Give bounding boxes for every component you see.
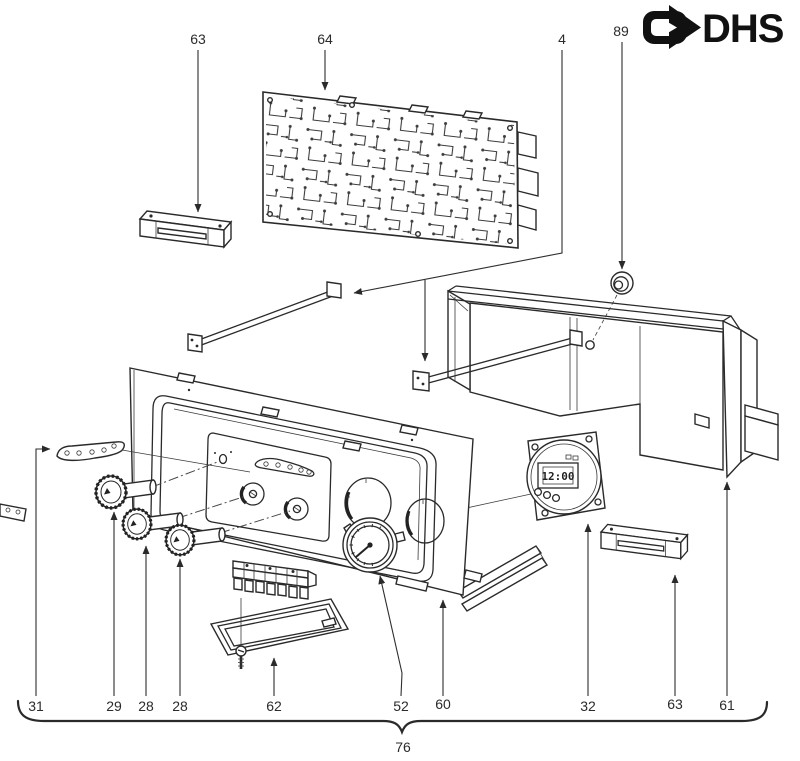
- callout-labels: 63 64 4 89 31 29 28 28 62 52 60 32 63 61…: [28, 23, 735, 755]
- callout-label-28a: 28: [138, 698, 154, 714]
- sub-panel: [205, 432, 332, 542]
- callout-label-29: 29: [106, 698, 122, 714]
- callout-label-64: 64: [317, 31, 333, 47]
- callout-label-76: 76: [395, 739, 411, 755]
- lens-plate: [209, 598, 350, 656]
- screw: [235, 598, 247, 669]
- callout-label-32: 32: [580, 698, 596, 714]
- connector-block: [232, 560, 317, 600]
- corner-tab: [463, 569, 483, 583]
- grommet: [592, 271, 634, 341]
- connector-pins: [233, 577, 309, 600]
- support-rails: [456, 545, 549, 612]
- group-brace: [16, 699, 769, 736]
- trim-strip: [56, 441, 251, 473]
- gauge-opening-right: [405, 498, 445, 544]
- panel-clip: [399, 424, 419, 436]
- callout-label-28b: 28: [172, 698, 188, 714]
- dhs-logo: DHS: [643, 5, 785, 51]
- callout-label-63-top: 63: [190, 31, 206, 47]
- bezel-clip: [260, 406, 280, 418]
- fascia-panel: [129, 367, 483, 596]
- callout-label-61: 61: [719, 697, 735, 713]
- knob-28b: [164, 523, 226, 557]
- clock-display: 12:00: [541, 470, 574, 483]
- callout-label-31: 31: [28, 698, 44, 714]
- assembly-axis: [177, 495, 247, 519]
- callout-label-60: 60: [435, 696, 451, 712]
- edge-fragment: [0, 503, 27, 522]
- circuit-board: [262, 91, 539, 249]
- curved-slot: [254, 457, 315, 477]
- callout-label-89: 89: [613, 23, 629, 39]
- knob-hole-left: [239, 482, 265, 506]
- knob-hole-right: [283, 497, 309, 521]
- rear-housing: [447, 285, 779, 479]
- assembly-axis: [151, 460, 221, 488]
- bracket-right: [600, 523, 689, 560]
- switch-shaft-hole: [218, 453, 228, 465]
- mounting-rod-upper: [187, 281, 342, 353]
- callout-label-62: 62: [266, 698, 282, 714]
- leader-lines: [35, 42, 731, 697]
- callout-label-4: 4: [558, 31, 566, 47]
- mounting-rod-lower: [412, 329, 583, 392]
- assembly-axis: [219, 510, 291, 534]
- clock-module: 12:00: [447, 431, 606, 521]
- logo-text: DHS: [702, 7, 784, 51]
- gauge: [342, 517, 406, 573]
- bracket-left: [139, 210, 232, 248]
- knob-29: [94, 474, 157, 510]
- panel-clip: [176, 372, 196, 384]
- callout-label-52: 52: [393, 698, 409, 714]
- bezel-clip: [342, 440, 362, 452]
- arrow-right-logo-icon: [643, 5, 701, 49]
- bottom-tab: [395, 575, 429, 592]
- callout-label-63-right: 63: [667, 696, 683, 712]
